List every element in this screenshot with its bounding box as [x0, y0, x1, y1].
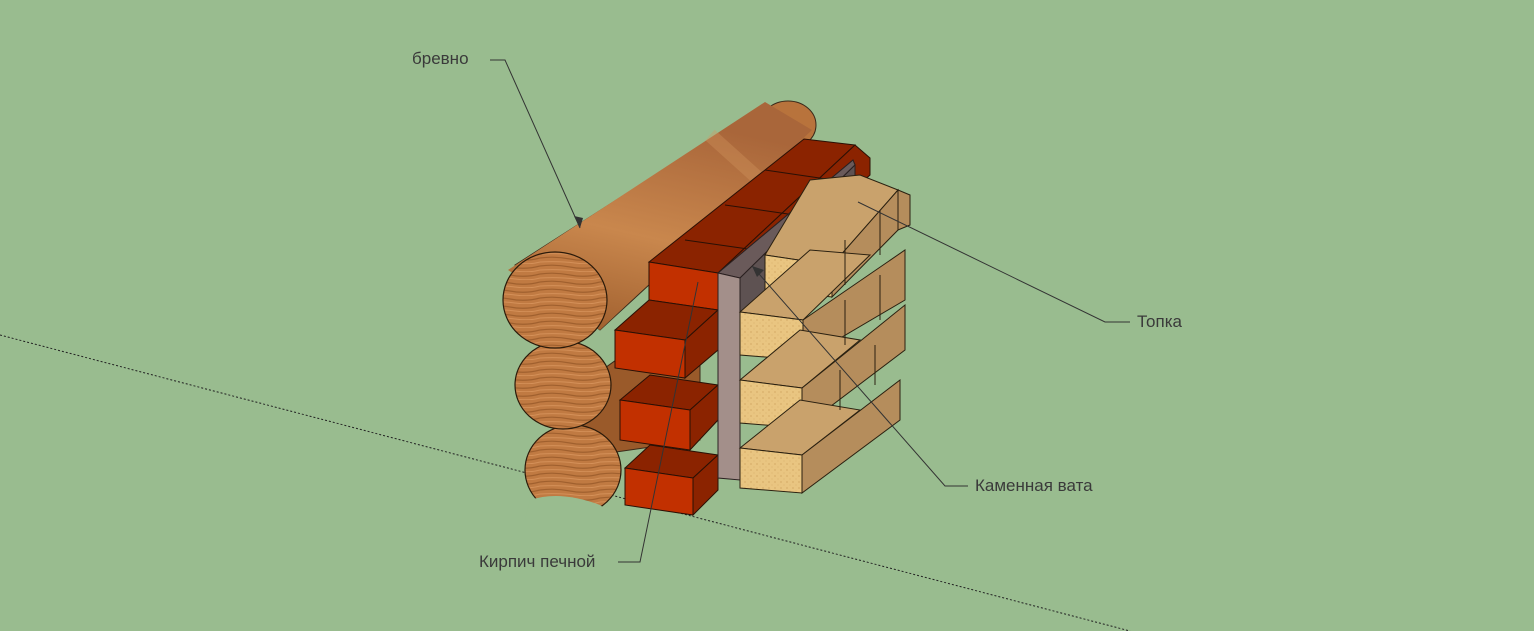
logs	[502, 100, 817, 520]
label-stone-wool: Каменная вата	[975, 476, 1093, 495]
leader-firebox	[857, 201, 1130, 323]
arrow-head-icon	[574, 216, 583, 228]
arrow-head-icon	[752, 266, 764, 277]
label-log: бревно	[412, 49, 469, 68]
firebrick-layer	[738, 174, 911, 494]
leader-stone-wool	[751, 265, 968, 487]
leader-log	[490, 59, 581, 229]
label-stove-brick: Кирпич печной	[479, 552, 596, 571]
log-end-top	[502, 251, 608, 349]
leader-stove-brick	[618, 281, 699, 563]
log-end-middle	[514, 340, 612, 430]
leader-lines	[490, 59, 1130, 563]
label-firebox: Топка	[1137, 312, 1182, 331]
